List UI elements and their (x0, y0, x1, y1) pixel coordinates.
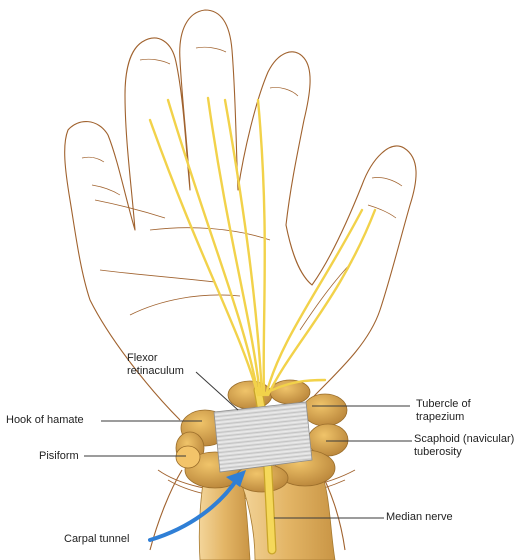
flexor-retinaculum (214, 402, 312, 472)
label-flexor-retinaculum: Flexor retinaculum (127, 352, 184, 378)
label-carpal-tunnel: Carpal tunnel (64, 533, 129, 546)
label-tubercle-of-trapezium: Tubercle of trapezium (416, 398, 471, 424)
pisiform-bone (176, 446, 200, 468)
label-pisiform: Pisiform (39, 450, 79, 463)
label-median-nerve: Median nerve (386, 511, 453, 524)
label-scaphoid-tuberosity: Scaphoid (navicular) tuberosity (414, 433, 514, 459)
label-hook-of-hamate: Hook of hamate (6, 414, 84, 427)
